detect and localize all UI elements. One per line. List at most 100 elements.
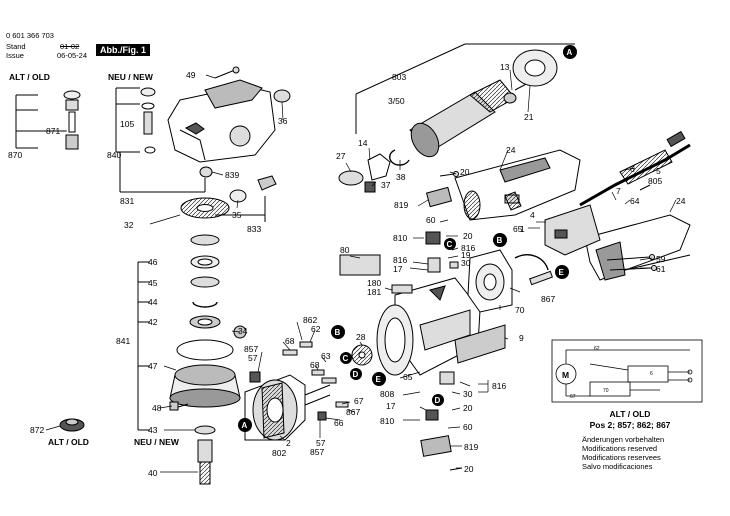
callout-35: 35	[232, 210, 242, 220]
callout-17a: 17	[393, 264, 403, 274]
callout-839: 839	[225, 170, 239, 180]
callout-840: 840	[107, 150, 121, 160]
callout-1: 1	[520, 224, 525, 234]
label-80	[339, 254, 381, 276]
marker-C-bottom	[340, 352, 352, 364]
callout-21: 21	[524, 112, 534, 122]
marker-B-left-label: B	[335, 328, 341, 337]
callout-2: 2	[286, 438, 291, 448]
callout-62: 62	[311, 324, 321, 334]
marker-E-right	[555, 265, 569, 279]
callout-6: 6	[630, 164, 635, 174]
callout-7: 7	[616, 186, 621, 196]
callout-65b: 65	[403, 372, 413, 382]
callout-870: 870	[8, 150, 22, 160]
callout-841: 841	[116, 336, 130, 346]
schematic-box-label: 70	[603, 388, 609, 394]
callout-34: 34	[238, 326, 248, 336]
fan-28	[351, 344, 373, 366]
callout-4: 4	[530, 210, 535, 220]
legend-old-parts	[15, 90, 81, 150]
callout-803: 803	[392, 72, 406, 82]
stand-value: 01-02	[60, 42, 80, 51]
callout-3-50: 3/50	[388, 96, 405, 106]
bracket-831	[119, 152, 266, 222]
marker-D-left	[350, 368, 362, 380]
marker-C-top	[444, 238, 456, 250]
gear-housing	[167, 79, 291, 203]
callout-816a: 816	[461, 243, 475, 253]
callout-57b: 57	[316, 438, 326, 448]
callout-20c: 20	[463, 403, 473, 413]
callout-60a: 60	[426, 215, 436, 225]
reference-markers: A A B B C C D D E E	[238, 45, 577, 432]
neu-new-bottom: NEU / NEW	[134, 437, 179, 447]
figure-label: Abb./Fig. 1	[96, 44, 150, 56]
callout-831: 831	[120, 196, 134, 206]
callout-802: 802	[272, 448, 286, 458]
callout-867a: 867	[541, 294, 555, 304]
callout-810b: 810	[380, 416, 394, 426]
callout-59: 59	[656, 254, 666, 264]
callout-65: 65	[513, 224, 523, 234]
callout-48: 48	[152, 403, 162, 413]
callout-24b: 24	[676, 196, 686, 206]
callout-61: 61	[656, 264, 666, 274]
brush-parts	[420, 186, 463, 471]
callout-45: 45	[148, 278, 158, 288]
old-flange-872	[59, 418, 85, 432]
callout-819b: 819	[464, 442, 478, 452]
callout-9: 9	[519, 333, 524, 343]
marker-A-bottom	[238, 418, 252, 432]
doc-number: 0 601 366 703	[6, 31, 54, 40]
handle-half-24a	[454, 149, 581, 221]
bearing-36	[273, 89, 291, 103]
callout-30b: 30	[463, 389, 473, 399]
callout-20d: 20	[464, 464, 474, 474]
cable-805	[579, 130, 691, 207]
callout-808: 808	[380, 389, 394, 399]
callout-44: 44	[148, 297, 158, 307]
callout-17b: 17	[386, 401, 396, 411]
note-line-de: Änderungen vorbehalten	[582, 435, 665, 444]
marker-C-top-label: C	[447, 240, 453, 249]
callout-13: 13	[500, 62, 510, 72]
marker-D-right-label: D	[435, 396, 441, 405]
alt-old-heading: ALT / OLD	[9, 72, 50, 82]
callout-816c: 816	[492, 381, 506, 391]
note-alt-old: ALT / OLD	[609, 409, 651, 419]
callout-60b: 60	[463, 422, 473, 432]
note-positions: Pos 2; 857; 862; 867	[589, 420, 671, 430]
neu-new-heading: NEU / NEW	[108, 72, 153, 82]
stator-802	[244, 374, 331, 441]
callout-68a: 68	[285, 336, 295, 346]
screws-right	[439, 171, 657, 271]
label-9	[454, 324, 506, 364]
callout-181: 181	[367, 287, 381, 297]
motor-housing	[339, 254, 506, 376]
issue-value: 06-05-24	[57, 51, 88, 60]
wiring-schematic	[551, 339, 703, 403]
callout-38: 38	[396, 172, 406, 182]
callout-64: 64	[630, 196, 640, 206]
armature	[338, 43, 575, 193]
schematic-wire-67: 67	[570, 394, 576, 400]
alt-old-bottom: ALT / OLD	[48, 437, 89, 447]
callout-37: 37	[381, 180, 391, 190]
callout-20b: 20	[463, 231, 473, 241]
callout-49: 49	[186, 70, 196, 80]
callout-66: 66	[334, 418, 344, 428]
callout-857a: 857	[244, 344, 258, 354]
leader-lines	[45, 69, 677, 473]
callout-5: 5	[656, 166, 661, 176]
schematic-wire-6: 6	[650, 371, 653, 377]
marker-E-right-label: E	[559, 268, 565, 277]
callout-867b: 867	[346, 407, 360, 417]
callout-871: 871	[46, 126, 60, 136]
callout-68b: 68	[310, 360, 320, 370]
legend-new-parts	[115, 87, 156, 154]
callout-105: 105	[120, 119, 134, 129]
callout-80: 80	[340, 245, 350, 255]
marker-A-top-label: A	[567, 48, 573, 57]
